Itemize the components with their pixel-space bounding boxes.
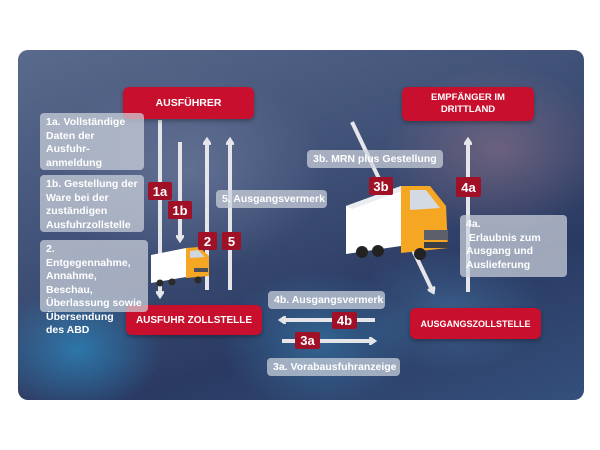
step-4a-label: 4a. Erlaubnis zum Ausgang und Auslieferu… <box>460 215 567 277</box>
node-ausfuhr-zollstelle: AUSFUHR ZOLLSTELLE <box>126 305 262 335</box>
badge-3a: 3a <box>295 332 320 349</box>
badge-4a: 4a <box>456 177 481 197</box>
badge-2: 2 <box>198 232 217 250</box>
step-3b-label: 3b. MRN plus Gestellung <box>307 150 443 168</box>
badge-5: 5 <box>222 232 241 250</box>
step-2-label: 2. Entgegennahme, Annahme, Beschau, Über… <box>40 240 148 336</box>
step-4b-label: 4b. Ausgangsvermerk <box>268 291 385 309</box>
node-ausfuehrer: AUSFÜHRER <box>123 87 254 119</box>
badge-1b: 1b <box>168 201 192 219</box>
step-5-label: 5. Ausgangsvermerk <box>216 190 327 208</box>
badge-1a: 1a <box>148 182 172 200</box>
step-3a-label: 3a. Vorabausfuhranzeige <box>267 358 400 376</box>
node-empfaenger: EMPFÄNGER IM DRITTLAND <box>402 87 534 121</box>
step-1a-label: 1a. Vollständige Daten der Ausfuhr- anme… <box>40 113 144 170</box>
badge-3b: 3b <box>369 177 393 195</box>
node-ausgangszollstelle: AUSGANGSZOLLSTELLE <box>410 308 541 339</box>
step-1b-label: 1b. Gestellung der Ware bei der zuständi… <box>40 175 144 232</box>
badge-4b: 4b <box>332 312 357 329</box>
